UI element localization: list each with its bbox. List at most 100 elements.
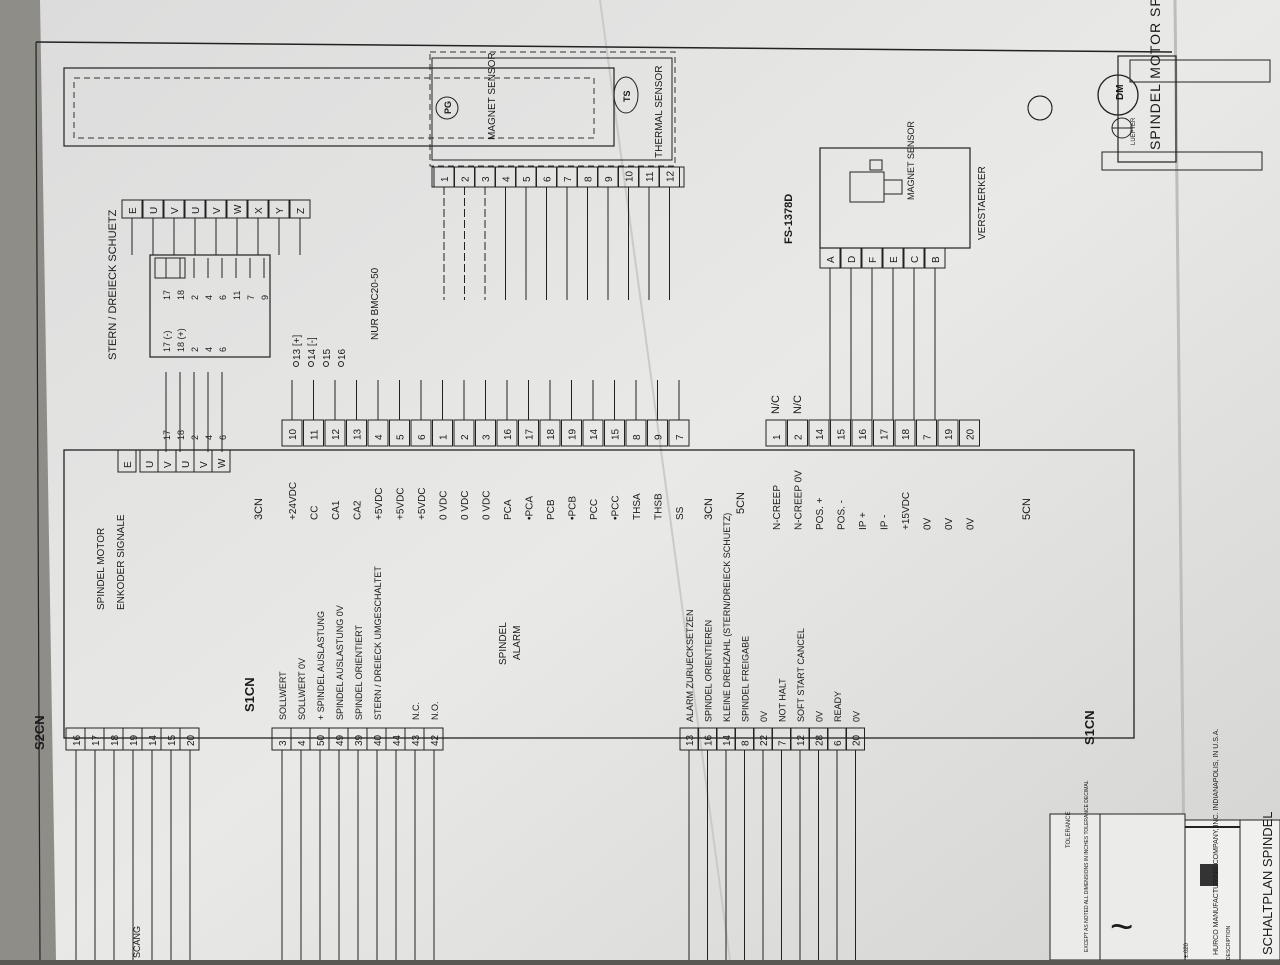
fs-pin-C: C — [910, 256, 921, 263]
drive-label-11: •PCA — [525, 496, 536, 520]
s1-label-2: + SPINDEL AUSLASTUNG — [316, 611, 326, 720]
drive-label-6: +5VDC — [417, 487, 428, 520]
drive-pin-17: 17 — [525, 428, 536, 440]
s1b-label-2: KLEINE DREHZAHL (STERN/DREIECK SCHUETZ) — [722, 513, 732, 722]
s1-pin-4: 4 — [297, 740, 308, 746]
magnet-sensor-2-label: MAGNET SENSOR — [906, 121, 916, 200]
left-edge-label: SCANG — [132, 926, 142, 958]
sensor-pin-6: 6 — [543, 176, 554, 182]
cn5-label-5: IP - — [880, 515, 891, 530]
s1b-label-1: SPINDEL ORIENTIEREN — [704, 620, 714, 722]
encoder-label-1: SPINDEL MOTOR — [96, 528, 107, 610]
motor-terminal-8: Z — [296, 208, 307, 214]
s1cn-top-label: S1CN — [242, 677, 257, 712]
cn5-pin-20: 20 — [966, 428, 977, 440]
motor-terminal-7: Y — [275, 207, 286, 214]
scale-text: ±.020 — [1184, 942, 1190, 958]
cn5-pin-7: 7 — [923, 434, 934, 440]
sensor-pin-12: 12 — [666, 170, 677, 182]
ts-label: TS — [622, 90, 632, 102]
drawing-title: SCHALTPLAN SPINDEL — [1260, 811, 1275, 955]
drive-label-13: •PCB — [568, 496, 579, 520]
s1-label-4: SPINDEL ORIENTIERT — [354, 624, 364, 720]
description-label: DESCRIPTION — [1226, 925, 1232, 960]
drive-power-terminals: E U V U V W — [117, 449, 231, 473]
pg-icon — [1027, 95, 1053, 121]
drive-pin-8: 8 — [632, 434, 643, 440]
drive-3cn-rows: 10+24VDC11CC12CA113CA24+5VDC5+5VDC6+5VDC… — [281, 380, 690, 520]
spindel-alarm-label: SPINDEL — [498, 622, 509, 665]
schuetz-pin-left-0: 17 (-) — [162, 330, 172, 352]
schuetz-pin-left-2: 2 — [190, 347, 200, 352]
s1cn-bottom-label: S1CN — [1082, 710, 1097, 745]
magnet-sensor-label: MAGNET SENSOR — [487, 52, 498, 140]
encoder-label-2: ENKODER SIGNALE — [116, 514, 127, 610]
s1-label-8: N.O. — [430, 701, 440, 720]
drive-pin-7: 7 — [675, 434, 686, 440]
drive-pin-1: 1 — [439, 434, 450, 440]
s1-label-5: STERN / DREIECK UMGESCHALTET — [373, 566, 383, 720]
motor-terminal-1: U — [149, 207, 160, 214]
drive-pin-9: 9 — [654, 434, 665, 440]
fs-pin-A: A — [826, 256, 837, 263]
s1b-pin-13: 13 — [685, 734, 696, 746]
tol-header: TOLERANCE — [1066, 811, 1072, 848]
drive-pin-3: 3 — [482, 434, 493, 440]
drive-terminal-u2: U — [181, 461, 192, 468]
schuetz-pin-right-1: 18 — [176, 290, 186, 300]
s1b-label-4: 0V — [759, 711, 769, 722]
s1b-label-6: SOFT START CANCEL — [796, 628, 806, 722]
s1-pin-50: 50 — [316, 734, 327, 746]
s1b-pin-20: 20 — [852, 734, 863, 746]
s2cn-pin-16: 16 — [72, 734, 83, 746]
cn5-pin-19: 19 — [944, 428, 955, 440]
drive-terminal-v: V — [163, 461, 174, 468]
drive-pin-14: 14 — [589, 428, 600, 440]
schuetz-block — [149, 254, 271, 358]
drive-label-12: PCB — [546, 499, 557, 520]
s1b-pin-28: 28 — [815, 734, 826, 746]
cn3-bottom-label: 3CN — [703, 498, 715, 520]
s1-pin-43: 43 — [411, 734, 422, 746]
cn3-label: 3CN — [253, 498, 265, 520]
motor-title: SPINDEL MOTOR SPM — [1147, 0, 1163, 150]
dm-motor-icon — [1097, 74, 1139, 116]
bm-pin-1: 14 [-] — [307, 337, 318, 360]
drive-terminal-e: E — [123, 461, 134, 468]
s2cn-pin-15: 15 — [167, 734, 178, 746]
thermal-sensor-label: THERMAL SENSOR — [654, 66, 665, 158]
schuetz-pin-left-1: 18 (+) — [176, 328, 186, 352]
cn5-pin-18: 18 — [901, 428, 912, 440]
s1b-pin-12: 12 — [796, 734, 807, 746]
cn5-pin-1: 1 — [772, 434, 783, 440]
bm-pin-0: 13 [+] — [292, 334, 303, 360]
drive-pin-16: 16 — [503, 428, 514, 440]
symbol-mark: ~ — [1110, 905, 1133, 949]
schuetz-pin-right-0: 17 — [162, 290, 172, 300]
s1b-label-8: READY — [833, 691, 843, 722]
sensor-pin-11: 11 — [645, 171, 656, 182]
schuetz-pin-left-3: 4 — [204, 347, 214, 352]
drive-label-3: CA2 — [353, 500, 364, 520]
sensor-pin-7: 7 — [563, 176, 574, 182]
drive-pin-6: 6 — [417, 434, 428, 440]
s1b-pin-8: 8 — [741, 740, 752, 746]
stern-dreieck-label: STERN / DREIECK SCHUETZ — [107, 209, 119, 360]
pg-label: PG — [443, 101, 453, 114]
schuetz-lower-pin-3: 4 — [204, 435, 214, 440]
motor-terminal-5: W — [233, 204, 244, 214]
cn5-label-0: N-CREEP — [772, 485, 783, 530]
s1b-pin-7: 7 — [778, 740, 789, 746]
drive-label-16: THSA — [632, 493, 643, 520]
schuetz-pin-right-7: 9 — [260, 295, 270, 300]
drive-label-14: PCC — [589, 499, 600, 520]
s2cn-pin-18: 18 — [110, 734, 121, 746]
nc-label-2: N/C — [792, 395, 804, 414]
s1-pin-3: 3 — [278, 740, 289, 746]
